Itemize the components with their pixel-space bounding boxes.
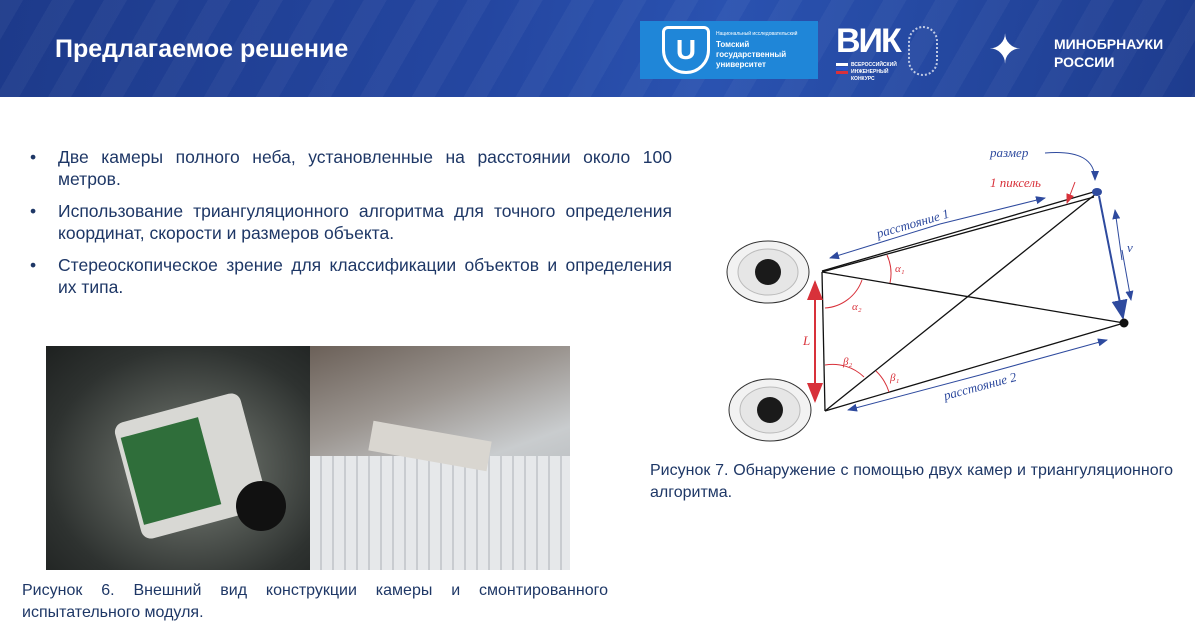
- alpha2-label: α₂: [852, 301, 862, 313]
- camera-lens: [236, 481, 286, 531]
- mounted-module-photo: [310, 346, 570, 570]
- vik-logo-subtitle: ВСЕРОССИЙСКИЙ ИНЖЕНЕРНЫЙ КОНКУРС: [851, 62, 897, 82]
- ministry-logo: МИНОБРНАУКИ РОССИИ: [1054, 35, 1163, 71]
- size-label: размер: [989, 145, 1029, 160]
- camera-1-icon: [726, 240, 810, 304]
- slide-title: Предлагаемое решение: [55, 35, 349, 63]
- v-label: v: [1127, 240, 1133, 255]
- distance2-arrow-left: [847, 374, 981, 412]
- alpha2-arc: [824, 279, 863, 309]
- tsu-logo-subtitle: Национальный исследовательский: [716, 30, 798, 37]
- size-pointer-arrow: [1044, 151, 1099, 181]
- ministry-line2: РОССИИ: [1054, 54, 1115, 70]
- vik-logo: ВИК ВСЕРОССИЙСКИЙ ИНЖЕНЕРНЫЙ КОНКУРС: [836, 22, 946, 84]
- vik-logo-text: ВИК: [836, 22, 902, 60]
- bullet-list: Две камеры полного неба, установленные н…: [30, 146, 672, 308]
- beta2-label: β₂: [842, 356, 852, 368]
- object-position-2-dot: [1119, 318, 1129, 328]
- distance1-arrow-right: [939, 196, 1046, 225]
- L-label: L: [802, 333, 810, 348]
- pixel-label: 1 пиксель: [990, 175, 1041, 190]
- alpha1-arc: [886, 254, 892, 284]
- eagle-emblem-icon: ✦: [988, 28, 1022, 72]
- slide-header: Предлагаемое решение U Национальный иссл…: [0, 0, 1195, 97]
- tsu-logo: U Национальный исследовательский Томский…: [640, 21, 818, 79]
- camera-construction-photo: [46, 346, 310, 570]
- v-arrow-down: [1121, 249, 1134, 301]
- ministry-line1: МИНОБРНАУКИ: [1054, 36, 1164, 52]
- flag-stripe-blue: [836, 67, 848, 70]
- distance1-arrow-left: [829, 223, 941, 260]
- v-arrow-up: [1112, 209, 1123, 261]
- velocity-arrow: [1098, 195, 1128, 320]
- object-position-1-dot: [1092, 188, 1102, 196]
- figure6-caption: Рисунок 6. Внешний вид конструкции камер…: [22, 582, 608, 621]
- beta1-arc: [875, 370, 890, 393]
- bullet-item: Использование триангуляционного алгоритм…: [30, 200, 672, 244]
- triangulation-lines: [821, 190, 1125, 412]
- bullet-item: Стереоскопическое зрение для классификац…: [30, 254, 672, 298]
- tsu-logo-name: Томский государственный университет: [716, 39, 787, 69]
- flag-stripe-red: [836, 71, 848, 74]
- gear-icon: [908, 26, 938, 76]
- beta1-label: β₁: [889, 372, 899, 384]
- distance1-label: расстояние 1: [874, 206, 951, 241]
- beta2-arc: [824, 363, 865, 378]
- tsu-shield-icon: U: [662, 26, 710, 74]
- figure7-caption: Рисунок 7. Обнаружение с помощью двух ка…: [650, 462, 1173, 501]
- alpha1-label: α₁: [895, 263, 905, 275]
- bullet-item: Две камеры полного неба, установленные н…: [30, 146, 672, 190]
- pixel-pointer-arrow: [1066, 181, 1076, 204]
- distance2-arrow-right: [979, 338, 1108, 376]
- railing: [310, 456, 570, 570]
- flag-stripe-white: [836, 63, 848, 66]
- tsu-logo-text: Национальный исследовательский Томский г…: [716, 31, 818, 70]
- camera-2-icon: [728, 378, 812, 442]
